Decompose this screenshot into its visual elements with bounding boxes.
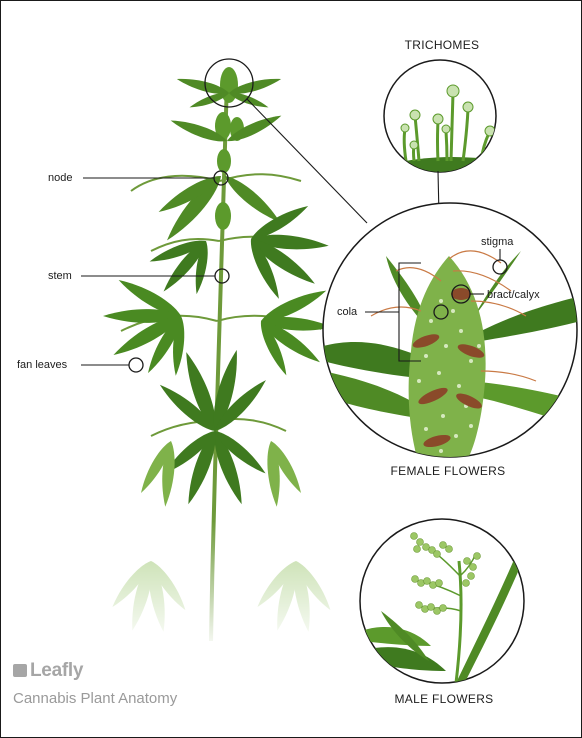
- leafly-logo-icon: [13, 664, 27, 677]
- label-bract-calyx: bract/calyx: [487, 289, 540, 302]
- leafly-logo: Leafly: [13, 660, 83, 682]
- male-flowers-detail: [360, 519, 533, 686]
- fan-leaves-marker: [129, 358, 143, 372]
- title-male-flowers: MALE FLOWERS: [387, 692, 501, 706]
- label-node: node: [48, 172, 72, 185]
- label-fan-leaves: fan leaves: [17, 359, 67, 372]
- title-trichomes: TRICHOMES: [396, 38, 488, 52]
- diagram-caption: Cannabis Plant Anatomy: [13, 690, 177, 707]
- leafly-logo-text: Leafly: [30, 660, 83, 681]
- label-stem: stem: [48, 270, 72, 283]
- title-female-flowers: FEMALE FLOWERS: [383, 464, 513, 478]
- female-flowers-detail: [323, 203, 581, 471]
- cannabis-plant: [101, 67, 341, 651]
- label-stigma: stigma: [481, 236, 513, 249]
- label-cola: cola: [337, 306, 357, 319]
- trichomes-detail: [381, 60, 501, 176]
